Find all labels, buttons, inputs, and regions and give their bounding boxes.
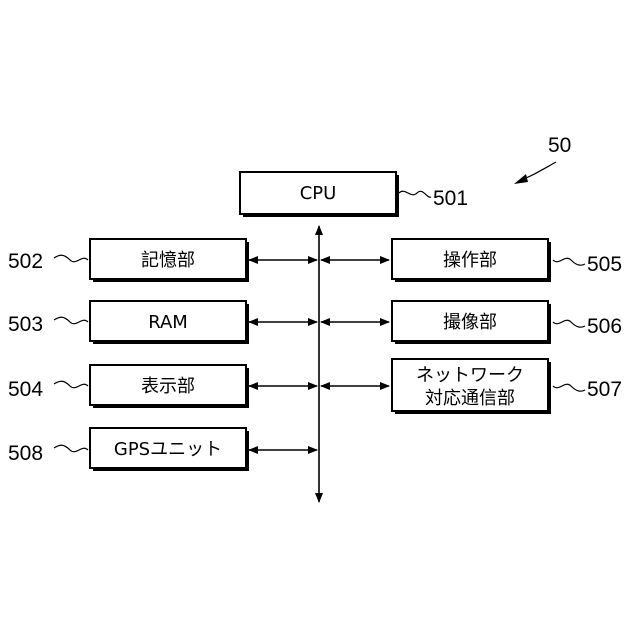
- imaging-leader: [553, 320, 585, 327]
- cpu-block: CPU: [240, 172, 399, 217]
- figure-ref-label: 50: [548, 134, 571, 157]
- display-leader: [54, 381, 88, 388]
- storage-ref: 502: [8, 250, 43, 273]
- imaging-block: 撮像部: [392, 301, 551, 344]
- display-block: 表示部: [90, 365, 249, 408]
- ram-leader: [54, 317, 88, 324]
- storage-block: 記憶部: [90, 239, 249, 282]
- ram-label: RAM: [148, 312, 188, 333]
- display-label: 表示部: [141, 376, 195, 397]
- storage-label: 記憶部: [141, 250, 195, 271]
- network-label-line1: ネットワーク: [416, 365, 524, 386]
- gps-block: GPSユニット: [90, 428, 249, 471]
- ram-ref: 503: [8, 313, 43, 336]
- operation-ref: 505: [587, 253, 622, 276]
- storage-leader: [54, 255, 88, 262]
- network-block: ネットワーク 対応通信部: [392, 359, 551, 414]
- figure-ref-arrowhead: [514, 174, 528, 184]
- network-leader: [553, 384, 585, 391]
- gps-ref: 508: [8, 442, 43, 465]
- gps-label: GPSユニット: [114, 439, 222, 460]
- network-ref: 507: [587, 378, 622, 401]
- cpu-label: CPU: [300, 183, 337, 204]
- imaging-ref: 506: [587, 315, 622, 338]
- operation-block: 操作部: [392, 239, 551, 282]
- figure-ref-arrow: [522, 162, 556, 180]
- display-ref: 504: [8, 378, 43, 401]
- cpu-leader: [399, 191, 431, 197]
- cpu-ref: 501: [433, 187, 468, 210]
- network-label-line2: 対応通信部: [425, 388, 515, 409]
- operation-leader: [553, 258, 585, 265]
- operation-label: 操作部: [443, 250, 497, 271]
- ram-block: RAM: [90, 301, 249, 344]
- imaging-label: 撮像部: [443, 312, 497, 333]
- gps-leader: [54, 445, 88, 452]
